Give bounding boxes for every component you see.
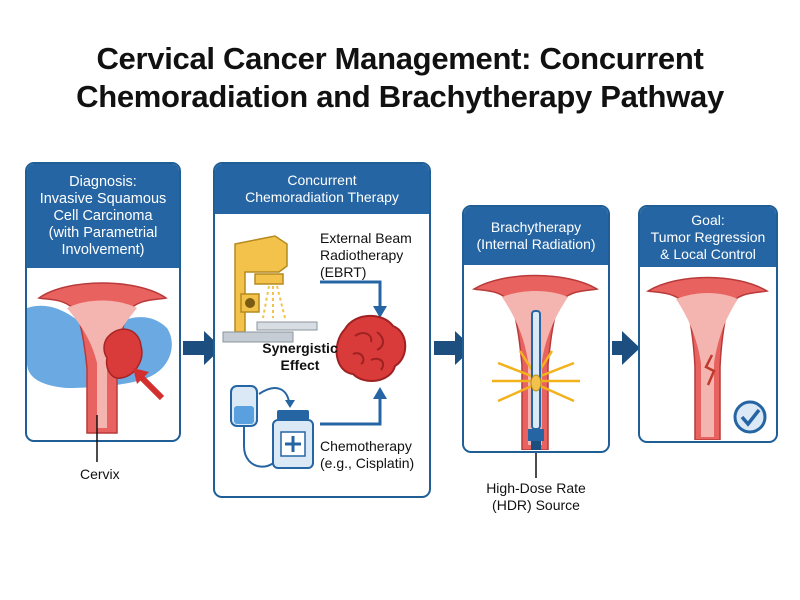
hdr-label-line: (HDR) Source bbox=[492, 497, 580, 513]
diagnosis-card: Diagnosis: Invasive Squamous Cell Carcin… bbox=[25, 162, 181, 442]
ebrt-label: External Beam Radiotherapy (EBRT) bbox=[320, 230, 412, 281]
ebrt-label-line: Radiotherapy bbox=[320, 247, 404, 263]
hdr-source-label: High-Dose Rate (HDR) Source bbox=[466, 480, 606, 514]
linac-machine-icon bbox=[222, 235, 318, 343]
tumor-cell-icon bbox=[335, 314, 407, 382]
goal-header: Goal: Tumor Regression & Local Control bbox=[640, 207, 776, 267]
synergy-label-line: Effect bbox=[280, 357, 320, 373]
ebrt-label-line: External Beam bbox=[320, 230, 412, 246]
chemo-label-line: (e.g., Cisplatin) bbox=[320, 455, 415, 471]
pill-bottle-icon bbox=[272, 410, 314, 469]
brachytherapy-card: Brachytherapy (Internal Radiation) bbox=[462, 205, 610, 453]
goal-header-line: Goal: bbox=[691, 211, 725, 228]
brachytherapy-header: Brachytherapy (Internal Radiation) bbox=[464, 207, 608, 265]
goal-header-line: Tumor Regression bbox=[650, 228, 766, 245]
diagnosis-header-line: Cell Carcinoma bbox=[53, 207, 153, 224]
tumor-mass bbox=[103, 328, 143, 379]
residual-scar bbox=[704, 354, 716, 386]
page-title: Cervical Cancer Management: Concurrent C… bbox=[0, 40, 800, 116]
title-line-1: Cervical Cancer Management: Concurrent bbox=[96, 41, 704, 76]
uterus-inner bbox=[67, 300, 137, 428]
chemoradiation-header-line: Chemoradiation Therapy bbox=[245, 189, 399, 205]
chemotherapy-label: Chemotherapy (e.g., Cisplatin) bbox=[320, 438, 414, 472]
goal-illustration bbox=[645, 276, 770, 440]
diagnosis-header-line: Invasive Squamous bbox=[39, 190, 167, 207]
brachytherapy-header-line: (Internal Radiation) bbox=[476, 236, 596, 252]
hdr-applicator-icon bbox=[528, 310, 544, 450]
checkmark-icon bbox=[733, 400, 767, 434]
uterus-tumor-illustration bbox=[27, 282, 172, 434]
chemoradiation-header-line: Concurrent bbox=[287, 172, 357, 188]
ebrt-label-line: (EBRT) bbox=[320, 264, 367, 280]
goal-header-line: & Local Control bbox=[660, 245, 756, 262]
ebrt-to-tumor-arrow bbox=[320, 280, 382, 309]
diagnosis-header: Diagnosis: Invasive Squamous Cell Carcin… bbox=[27, 164, 179, 268]
cervix-label: Cervix bbox=[80, 466, 120, 482]
synergistic-effect-label: Synergistic Effect bbox=[255, 340, 345, 374]
chemoradiation-header: Concurrent Chemoradiation Therapy bbox=[215, 164, 429, 214]
diagnosis-header-line: Involvement) bbox=[61, 241, 145, 258]
synergy-label-line: Synergistic bbox=[262, 340, 338, 356]
chemoradiation-card: Concurrent Chemoradiation Therapy bbox=[213, 162, 431, 498]
diagnosis-header-line: Diagnosis: bbox=[69, 173, 137, 190]
iv-bag-icon bbox=[230, 385, 295, 468]
chemoradiation-illustration bbox=[222, 235, 407, 469]
tumor-pointer-arrow bbox=[137, 373, 165, 401]
goal-card: Goal: Tumor Regression & Local Control bbox=[638, 205, 778, 443]
chemo-to-tumor-arrow bbox=[320, 396, 382, 426]
hdr-label-line: High-Dose Rate bbox=[486, 480, 586, 496]
title-line-2: Chemoradiation and Brachytherapy Pathway bbox=[76, 79, 724, 114]
diagnosis-header-line: (with Parametrial bbox=[48, 224, 158, 241]
brachytherapy-header-line: Brachytherapy bbox=[490, 219, 582, 235]
chemo-label-line: Chemotherapy bbox=[320, 438, 412, 454]
brachytherapy-illustration bbox=[471, 274, 600, 450]
